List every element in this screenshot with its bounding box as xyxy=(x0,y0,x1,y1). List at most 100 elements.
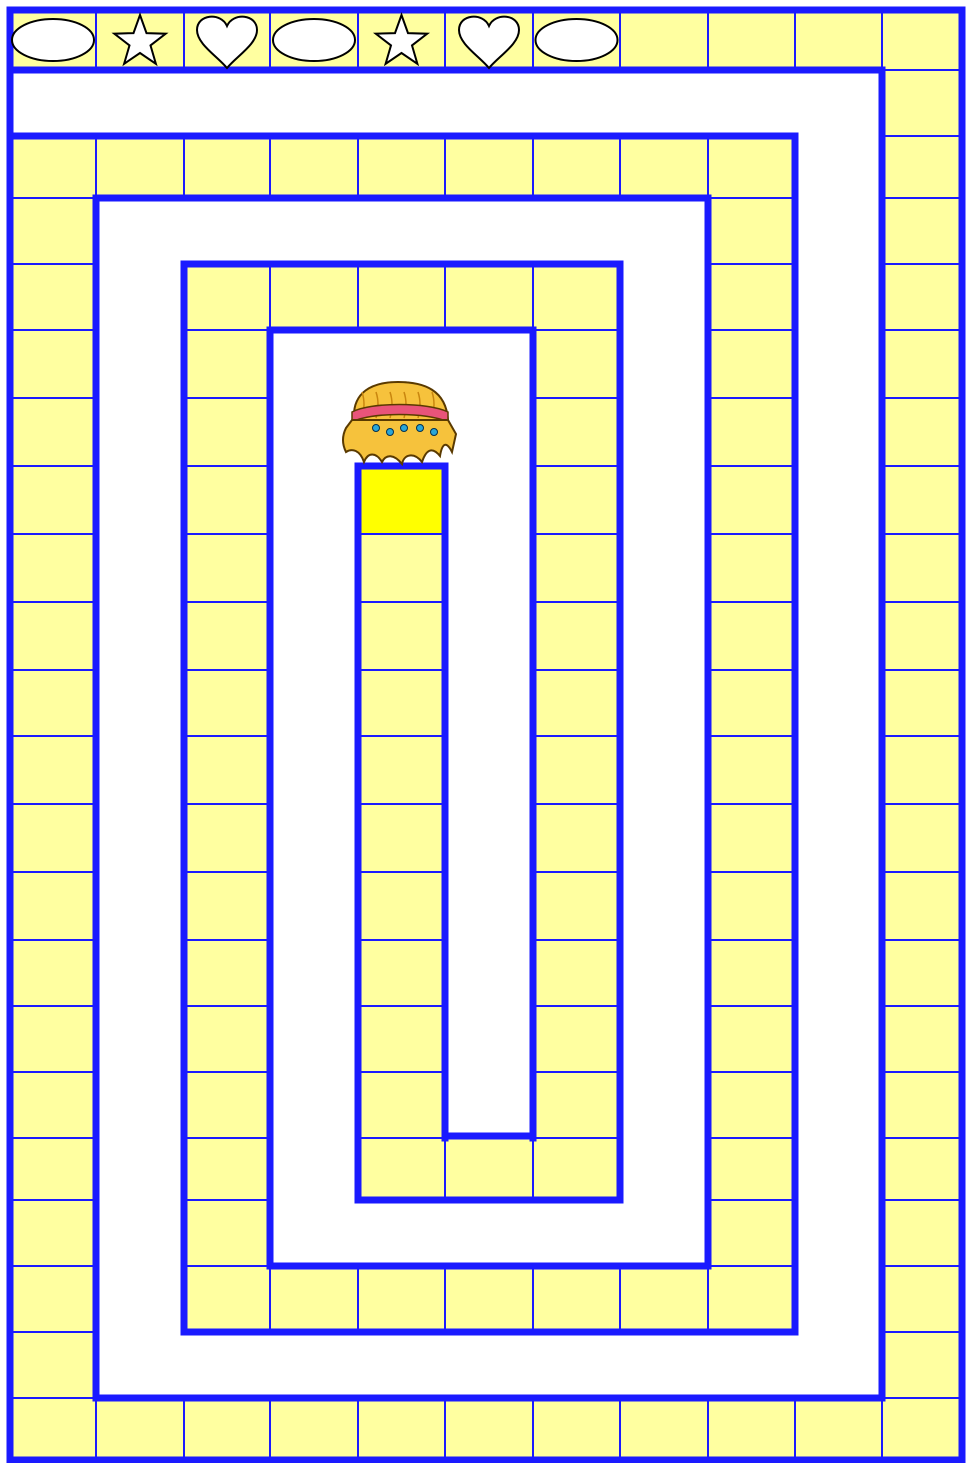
track-cell-61[interactable] xyxy=(10,136,96,198)
track-cell-121[interactable] xyxy=(533,940,620,1006)
track-cell-76[interactable] xyxy=(708,602,795,670)
track-cell-74[interactable] xyxy=(708,466,795,534)
track-cell-77[interactable] xyxy=(708,670,795,736)
track-cell-60[interactable] xyxy=(10,198,96,264)
track-cell-91[interactable] xyxy=(270,1266,358,1332)
track-cell-124[interactable] xyxy=(533,1138,620,1200)
track-cell-52[interactable] xyxy=(10,736,96,804)
track-cell-15[interactable] xyxy=(882,264,962,330)
track-cell-26[interactable] xyxy=(882,1006,962,1072)
track-cell-59[interactable] xyxy=(10,264,96,330)
track-cell-66[interactable] xyxy=(445,136,533,198)
track-cell-102[interactable] xyxy=(184,602,270,670)
track-cell-57[interactable] xyxy=(10,398,96,466)
track-cell-123[interactable] xyxy=(533,1072,620,1138)
track-cell-34[interactable] xyxy=(708,1398,795,1460)
track-cell-35[interactable] xyxy=(620,1398,708,1460)
track-cell-110[interactable] xyxy=(445,264,533,330)
track-cell-132[interactable] xyxy=(358,736,445,804)
track-cell-80[interactable] xyxy=(708,872,795,940)
track-cell-75[interactable] xyxy=(708,534,795,602)
track-cell-84[interactable] xyxy=(708,1138,795,1200)
track-cell-8[interactable] xyxy=(620,10,708,70)
track-cell-41[interactable] xyxy=(96,1398,184,1460)
track-cell-54[interactable] xyxy=(10,602,96,670)
track-cell-129[interactable] xyxy=(358,940,445,1006)
track-cell-30[interactable] xyxy=(882,1266,962,1332)
track-cell-20[interactable] xyxy=(882,602,962,670)
track-cell-131[interactable] xyxy=(358,804,445,872)
track-cell-105[interactable] xyxy=(184,398,270,466)
track-cell-55[interactable] xyxy=(10,534,96,602)
track-cell-89[interactable] xyxy=(445,1266,533,1332)
track-cell-39[interactable] xyxy=(270,1398,358,1460)
track-cell-109[interactable] xyxy=(358,264,445,330)
track-cell-56[interactable] xyxy=(10,466,96,534)
track-cell-31[interactable] xyxy=(882,1332,962,1398)
track-cell-93[interactable] xyxy=(184,1200,270,1266)
track-cell-21[interactable] xyxy=(882,670,962,736)
track-cell-23[interactable] xyxy=(882,804,962,872)
track-cell-43[interactable] xyxy=(10,1332,96,1398)
track-cell-87[interactable] xyxy=(620,1266,708,1332)
track-cell-88[interactable] xyxy=(533,1266,620,1332)
track-cell-85[interactable] xyxy=(708,1200,795,1266)
track-cell-40[interactable] xyxy=(184,1398,270,1460)
track-cell-50[interactable] xyxy=(10,872,96,940)
track-cell-70[interactable] xyxy=(708,198,795,264)
track-cell-94[interactable] xyxy=(184,1138,270,1200)
track-cell-83[interactable] xyxy=(708,1072,795,1138)
track-cell-127[interactable] xyxy=(358,1072,445,1138)
track-cell-126[interactable] xyxy=(358,1138,445,1200)
track-cell-36[interactable] xyxy=(533,1398,620,1460)
track-cell-125[interactable] xyxy=(445,1138,533,1200)
goal-cell[interactable] xyxy=(358,466,445,534)
track-cell-63[interactable] xyxy=(184,136,270,198)
track-cell-45[interactable] xyxy=(10,1200,96,1266)
track-cell-37[interactable] xyxy=(445,1398,533,1460)
track-cell-113[interactable] xyxy=(533,398,620,466)
track-cell-106[interactable] xyxy=(184,330,270,398)
track-cell-58[interactable] xyxy=(10,330,96,398)
track-cell-100[interactable] xyxy=(184,736,270,804)
track-cell-107[interactable] xyxy=(184,264,270,330)
track-cell-90[interactable] xyxy=(358,1266,445,1332)
track-cell-99[interactable] xyxy=(184,804,270,872)
track-cell-64[interactable] xyxy=(270,136,358,198)
track-cell-19[interactable] xyxy=(882,534,962,602)
track-cell-96[interactable] xyxy=(184,1006,270,1072)
track-cell-51[interactable] xyxy=(10,804,96,872)
track-cell-122[interactable] xyxy=(533,1006,620,1072)
track-cell-120[interactable] xyxy=(533,872,620,940)
track-cell-69[interactable] xyxy=(708,136,795,198)
track-cell-16[interactable] xyxy=(882,330,962,398)
track-cell-42[interactable] xyxy=(10,1398,96,1460)
track-cell-24[interactable] xyxy=(882,872,962,940)
track-cell-117[interactable] xyxy=(533,670,620,736)
track-cell-53[interactable] xyxy=(10,670,96,736)
track-cell-135[interactable] xyxy=(358,534,445,602)
track-cell-11[interactable] xyxy=(882,10,962,70)
track-cell-73[interactable] xyxy=(708,398,795,466)
track-cell-103[interactable] xyxy=(184,534,270,602)
track-cell-62[interactable] xyxy=(96,136,184,198)
track-cell-67[interactable] xyxy=(533,136,620,198)
track-cell-82[interactable] xyxy=(708,1006,795,1072)
track-cell-112[interactable] xyxy=(533,330,620,398)
track-cell-104[interactable] xyxy=(184,466,270,534)
track-cell-79[interactable] xyxy=(708,804,795,872)
track-cell-78[interactable] xyxy=(708,736,795,804)
track-cell-49[interactable] xyxy=(10,940,96,1006)
track-cell-116[interactable] xyxy=(533,602,620,670)
track-cell-27[interactable] xyxy=(882,1072,962,1138)
track-cell-101[interactable] xyxy=(184,670,270,736)
track-cell-12[interactable] xyxy=(882,70,962,136)
track-cell-9[interactable] xyxy=(708,10,795,70)
track-cell-65[interactable] xyxy=(358,136,445,198)
track-cell-47[interactable] xyxy=(10,1072,96,1138)
track-cell-128[interactable] xyxy=(358,1006,445,1072)
track-cell-119[interactable] xyxy=(533,804,620,872)
track-cell-98[interactable] xyxy=(184,872,270,940)
track-cell-44[interactable] xyxy=(10,1266,96,1332)
track-cell-46[interactable] xyxy=(10,1138,96,1200)
